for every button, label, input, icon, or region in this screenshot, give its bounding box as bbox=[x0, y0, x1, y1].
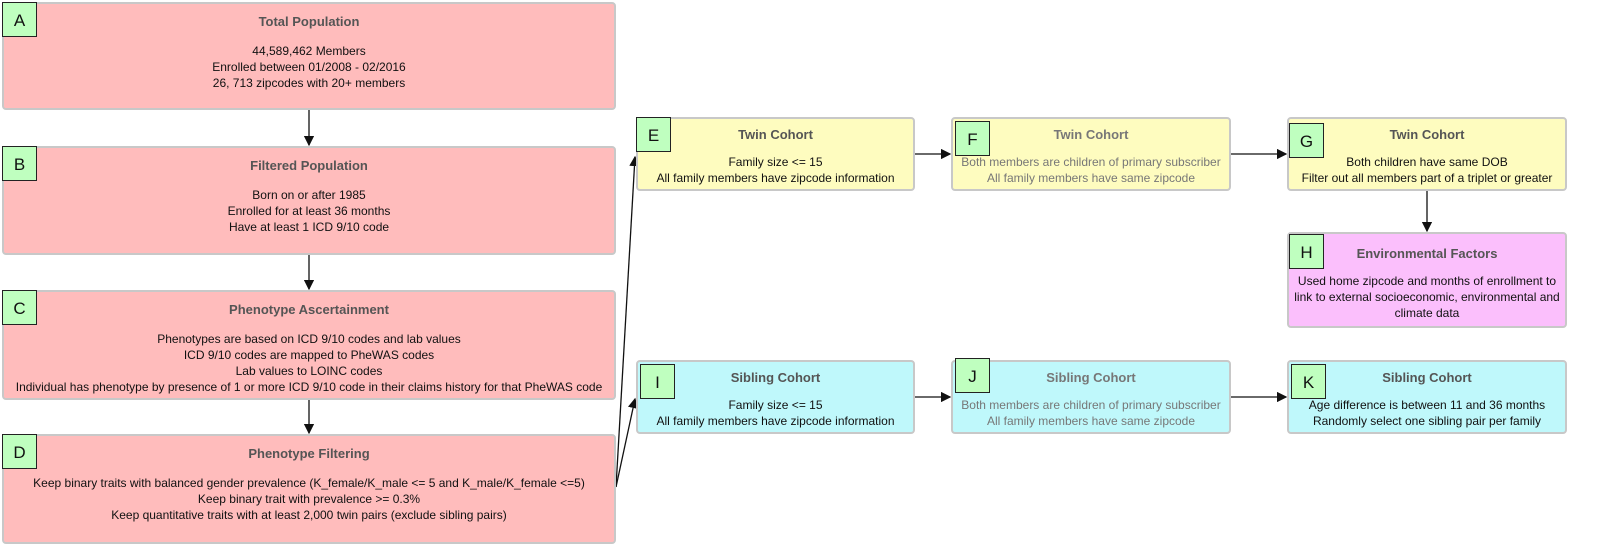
node-line: Keep quantitative traits with at least 2… bbox=[111, 508, 507, 522]
node-line: 44,589,462 Members bbox=[252, 44, 366, 58]
node-title: Sibling Cohort bbox=[1046, 370, 1136, 385]
node-letter-tag: I bbox=[640, 364, 675, 399]
node-title: Sibling Cohort bbox=[730, 370, 821, 385]
node-line: Keep binary trait with prevalence >= 0.3… bbox=[197, 492, 421, 506]
node-letter-tag: K bbox=[1291, 364, 1326, 399]
node-letter-tag: G bbox=[1289, 123, 1324, 158]
node-line: ICD 9/10 codes are mapped to PheWAS code… bbox=[183, 348, 435, 362]
node-letter-tag: B bbox=[2, 146, 37, 181]
arrow-d-e bbox=[615, 155, 640, 488]
node-letter-tag: C bbox=[2, 290, 37, 325]
node-line: 26, 713 zipcodes with 20+ members bbox=[212, 76, 406, 90]
node-line: Have at least 1 ICD 9/10 code bbox=[228, 220, 390, 234]
node-line: All family members have zipcode informat… bbox=[656, 171, 895, 185]
node-line: Used home zipcode and months of enrollme… bbox=[1297, 274, 1557, 288]
node-letter-tag: E bbox=[636, 117, 671, 152]
node-title: Phenotype Ascertainment bbox=[229, 302, 389, 317]
node-letter-tag: F bbox=[955, 121, 990, 156]
node-line: Age difference is between 11 and 36 mont… bbox=[1308, 398, 1546, 412]
node-title: Twin Cohort bbox=[738, 127, 813, 142]
node-line: Family size <= 15 bbox=[728, 155, 823, 169]
node-title: Environmental Factors bbox=[1356, 246, 1498, 261]
node-title: Total Population bbox=[258, 14, 360, 29]
node-line: Phenotypes are based on ICD 9/10 codes a… bbox=[157, 332, 461, 346]
node-letter-tag: A bbox=[2, 2, 37, 37]
node-title: Twin Cohort bbox=[1053, 127, 1129, 142]
node-line: All family members have zipcode informat… bbox=[656, 414, 895, 428]
node-title: Phenotype Filtering bbox=[248, 446, 370, 461]
node-line: Individual has phenotype by presence of … bbox=[15, 380, 603, 394]
node-letter-tag: H bbox=[1289, 234, 1324, 269]
node-line: Both members are children of primary sub… bbox=[961, 398, 1221, 412]
node-letter-tag: J bbox=[955, 358, 990, 393]
node-line: Enrolled between 01/2008 - 02/2016 bbox=[212, 60, 406, 74]
node-line: Both children have same DOB bbox=[1346, 155, 1508, 169]
node-line: Keep binary traits with balanced gender … bbox=[33, 476, 585, 490]
node-line: Enrolled for at least 36 months bbox=[227, 204, 391, 218]
node-line: Born on or after 1985 bbox=[252, 188, 366, 202]
node-title: Twin Cohort bbox=[1389, 127, 1465, 142]
node-letter-tag: D bbox=[2, 434, 37, 469]
node-line: Both members are children of primary sub… bbox=[961, 155, 1221, 169]
node-line: Filter out all members part of a triplet… bbox=[1301, 171, 1553, 185]
node-line: link to external socioeconomic, environm… bbox=[1294, 290, 1560, 304]
node-line: All family members have same zipcode bbox=[986, 171, 1196, 185]
node-line: Lab values to LOINC codes bbox=[235, 364, 383, 378]
node-title: Filtered Population bbox=[250, 158, 368, 173]
arrow-d-i bbox=[615, 397, 639, 488]
node-line: Randomly select one sibling pair per fam… bbox=[1312, 414, 1542, 428]
node-title: Sibling Cohort bbox=[1382, 370, 1472, 385]
node-line: Family size <= 15 bbox=[728, 398, 823, 412]
node-line: All family members have same zipcode bbox=[986, 414, 1196, 428]
node-line: climate data bbox=[1394, 306, 1460, 320]
